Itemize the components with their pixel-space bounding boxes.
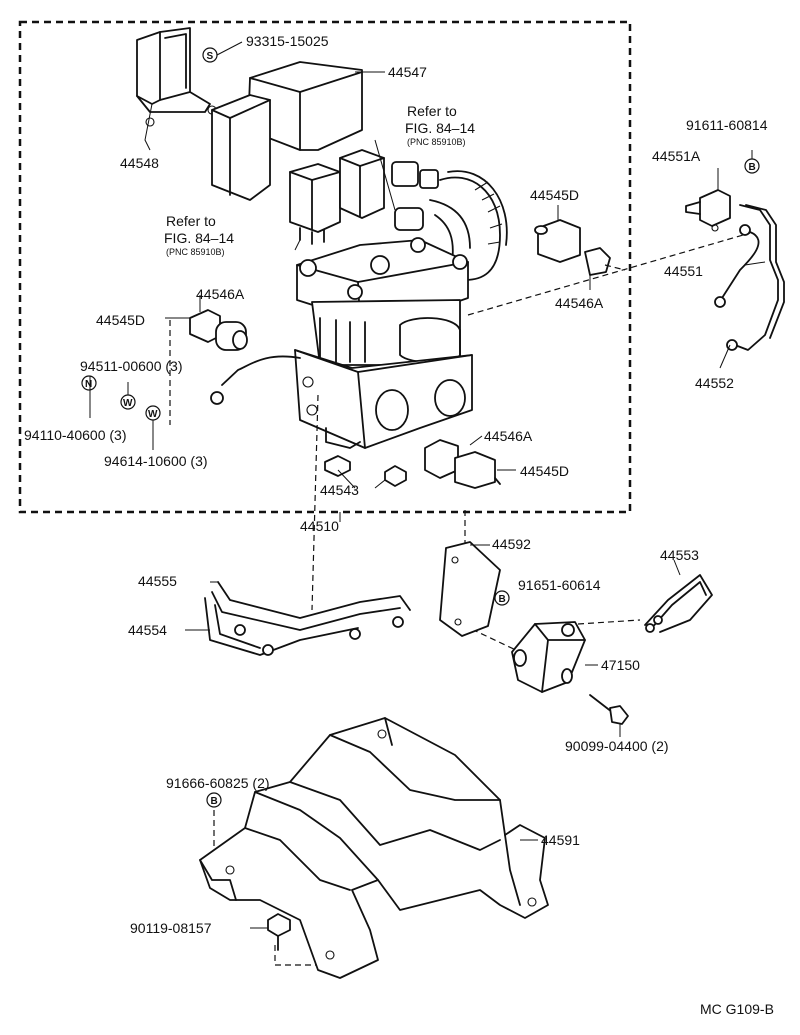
label-93315: 93315-15025	[246, 33, 329, 49]
badge-w-1: W	[120, 394, 136, 410]
label-44545d-c: 44545D	[520, 463, 569, 479]
svg-text:(PNC 85910B): (PNC 85910B)	[166, 247, 225, 257]
pipe-44553	[644, 574, 713, 633]
label-44592: 44592	[492, 536, 531, 552]
label-44555: 44555	[138, 573, 177, 589]
valve-47150	[511, 621, 586, 693]
label-44546a-b: 44546A	[555, 295, 604, 311]
pipes-44554-44555	[204, 581, 411, 656]
svg-text:S: S	[207, 51, 214, 62]
relays	[289, 149, 385, 245]
bracket-44591	[199, 717, 549, 979]
svg-text:W: W	[148, 409, 158, 420]
leader-lines	[89, 41, 766, 929]
label-44546a-c: 44546A	[484, 428, 533, 444]
label-44548: 44548	[120, 155, 159, 171]
label-44546a-a: 44546A	[196, 286, 245, 302]
label-91666: 91666-60825 (2)	[166, 775, 270, 791]
svg-text:B: B	[499, 594, 506, 605]
badge-s: S	[202, 47, 218, 63]
label-44543: 44543	[320, 482, 359, 498]
ground-wire	[210, 355, 301, 405]
reference-upper: Refer to FIG. 84–14 (PNC 85910B)	[405, 103, 475, 147]
label-44554: 44554	[128, 622, 167, 638]
cushion-left	[189, 309, 248, 351]
label-91611: 91611-60814	[686, 117, 768, 133]
label-94110: 94110-40600 (3)	[24, 427, 126, 443]
nut-44543	[324, 455, 407, 487]
cushion-bottom	[424, 439, 501, 489]
badge-n: N	[81, 375, 97, 391]
label-44551: 44551	[664, 263, 703, 279]
cushion-right	[534, 219, 626, 276]
label-90119: 90119-08157	[130, 920, 212, 936]
label-44591: 44591	[541, 832, 580, 848]
label-91651: 91651-60614	[518, 577, 601, 593]
label-44545d-a: 44545D	[530, 187, 579, 203]
svg-text:W: W	[123, 398, 133, 409]
label-47150: 47150	[601, 657, 640, 673]
label-94511: 94511-00600 (3)	[80, 358, 182, 374]
bracket-44548	[136, 27, 217, 127]
label-44551a: 44551A	[652, 148, 701, 164]
assembly-frame	[18, 20, 632, 514]
label-90099: 90099-04400 (2)	[565, 738, 669, 754]
label-44553: 44553	[660, 547, 699, 563]
svg-text:(PNC 85910B): (PNC 85910B)	[407, 137, 466, 147]
actuator-44510	[294, 237, 473, 449]
sensor-44551a	[685, 189, 731, 232]
label-44547: 44547	[388, 64, 427, 80]
pipe-44551	[714, 204, 785, 351]
svg-text:FIG. 84–14: FIG. 84–14	[405, 120, 475, 136]
label-44545d-b: 44545D	[96, 312, 145, 328]
bolt-90099	[589, 694, 629, 725]
svg-text:B: B	[211, 796, 218, 807]
svg-text:Refer to: Refer to	[407, 103, 457, 119]
svg-text:N: N	[85, 379, 92, 390]
label-44552: 44552	[695, 375, 734, 391]
svg-text:B: B	[749, 162, 756, 173]
svg-text:FIG. 84–14: FIG. 84–14	[164, 230, 234, 246]
cover-44547	[211, 61, 363, 201]
bolt-90119	[267, 913, 291, 951]
label-94614: 94614-10600 (3)	[104, 453, 208, 469]
label-44510: 44510	[300, 518, 339, 534]
bracket-44592	[439, 541, 501, 637]
badge-b-91666: B	[206, 792, 222, 808]
badge-b-91611: B	[744, 158, 760, 174]
figure-code: MC G109-B	[700, 1001, 774, 1017]
reference-lower: Refer to FIG. 84–14 (PNC 85910B)	[164, 213, 234, 257]
badge-b-91651: B	[494, 590, 510, 606]
svg-text:Refer to: Refer to	[166, 213, 216, 229]
badge-w-2: W	[145, 405, 161, 421]
